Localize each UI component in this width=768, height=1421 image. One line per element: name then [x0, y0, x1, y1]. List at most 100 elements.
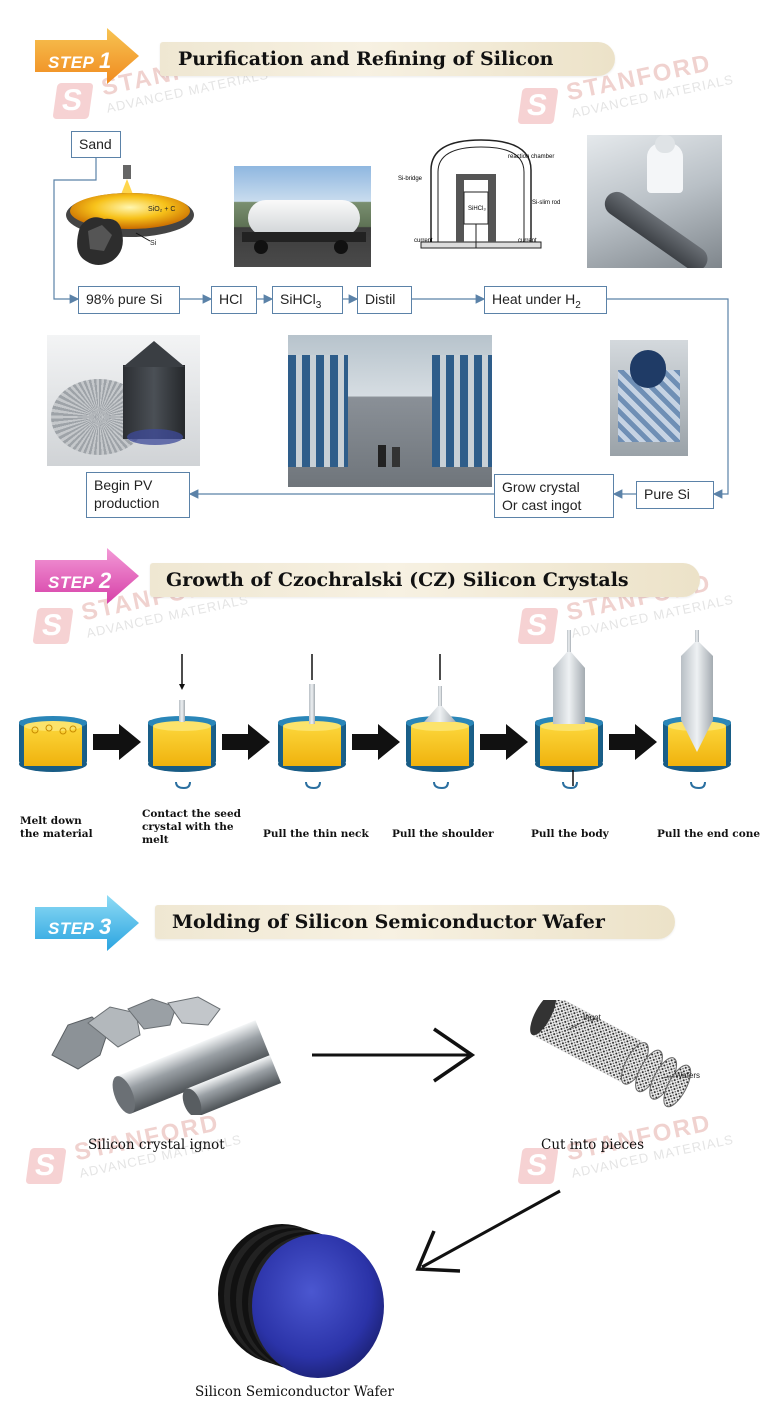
ingot-cut-illustration: Ingot Wafers	[530, 1000, 700, 1108]
wafer-caption: Silicon Semiconductor Wafer	[195, 1384, 394, 1400]
svg-text:Si-bridge: Si-bridge	[398, 176, 423, 182]
stage-caption-3: Pull the thin neck	[263, 828, 369, 840]
wafer-stack-illustration	[218, 1224, 384, 1378]
step2-label: STEP 2	[48, 568, 112, 593]
ingot-saw-photo	[47, 335, 200, 466]
crucible	[663, 720, 731, 764]
crucible-rim	[535, 716, 603, 730]
svg-text:SiHCl₃: SiHCl₃	[468, 206, 486, 212]
rotation-arrow-icon	[305, 781, 321, 790]
crucible-base	[278, 756, 346, 772]
silicon-rod-photo	[587, 135, 722, 268]
crucible-rim	[278, 716, 346, 730]
neck	[438, 686, 442, 708]
svg-text:reaction chamber: reaction chamber	[508, 154, 554, 160]
melt	[153, 726, 211, 766]
step3-title: Molding of Silicon Semiconductor Wafer	[172, 911, 605, 933]
melt-surface	[668, 721, 726, 731]
next-stage-arrow-icon	[352, 724, 400, 760]
rotation-arrow-icon	[562, 781, 578, 790]
step3-label: STEP 3	[48, 914, 112, 939]
svg-text:Ingot: Ingot	[583, 1013, 602, 1022]
flow-box-pure-si: Pure Si	[636, 481, 714, 509]
melt-chunk	[31, 726, 39, 734]
flow-box-heat-under-h2: Heat under H2	[484, 286, 607, 314]
crucible-base	[663, 756, 731, 772]
step1-banner	[160, 42, 615, 76]
shoulder	[553, 652, 585, 668]
down-arrow-head	[179, 684, 185, 690]
flow-box-sihcl3: SiHCl3	[272, 286, 343, 314]
crucible-rim	[19, 716, 87, 730]
ingot-caption: Silicon crystal ignot	[88, 1137, 225, 1153]
crystal-body	[553, 668, 585, 724]
svg-text:current: current	[414, 238, 433, 244]
svg-text:Si: Si	[150, 240, 157, 247]
step1-arrow-icon	[35, 28, 139, 84]
factory-hall-photo	[288, 335, 492, 487]
seed-crystal	[179, 700, 185, 722]
shoulder	[424, 706, 456, 722]
svg-text:Si-slim rod: Si-slim rod	[532, 200, 560, 206]
stage-caption-4: Pull the shoulder	[392, 828, 494, 840]
melt-surface	[24, 721, 82, 731]
watermark: S STANFORD ADVANCED MATERIALS	[517, 569, 735, 660]
crystal-body	[681, 656, 713, 720]
next-stage-arrow-icon	[93, 724, 141, 760]
flow-box-distil: Distil	[357, 286, 412, 314]
svg-text:SiO₂ + C: SiO₂ + C	[148, 206, 175, 213]
thin-neck	[309, 684, 315, 724]
svg-text:Wafers: Wafers	[675, 1071, 700, 1080]
step3-arrow-icon	[35, 895, 139, 951]
crucible-rim	[406, 716, 474, 730]
svg-text:current: current	[518, 238, 537, 244]
next-stage-arrow-icon	[609, 724, 657, 760]
melt-chunk	[45, 724, 53, 732]
tanker-train-photo	[234, 166, 371, 267]
step1-flow-lines	[53, 158, 729, 499]
shoulder	[681, 642, 713, 656]
flow-box-sand: Sand	[71, 131, 121, 158]
end-cone	[681, 720, 713, 752]
crucible	[406, 720, 474, 764]
crucible-base	[406, 756, 474, 772]
crucible	[19, 720, 87, 764]
step1-title: Purification and Refining of Silicon	[178, 48, 554, 70]
rotation-arrow-icon	[690, 781, 706, 790]
stage-caption-6: Pull the end cone	[657, 828, 761, 840]
step3-banner	[155, 905, 675, 939]
stage-caption-5: Pull the body	[531, 828, 609, 840]
step1-label: STEP 1	[48, 48, 112, 73]
melt	[24, 726, 82, 766]
melt	[668, 726, 726, 766]
diagonal-arrow-icon	[415, 1189, 561, 1273]
crucible-base	[148, 756, 216, 772]
next-stage-arrow-icon	[480, 724, 528, 760]
right-arrow-icon	[312, 1027, 476, 1083]
next-stage-arrow-icon	[222, 724, 270, 760]
crucible-base	[19, 756, 87, 772]
flow-box-98-pure-si: 98% pure Si	[78, 286, 180, 314]
melt	[540, 726, 598, 766]
neck	[567, 630, 571, 654]
reactor-schematic: SiHCl₃ reaction chamber Si-bridge Si-sli…	[398, 139, 560, 249]
flow-box-hcl: HCl	[211, 286, 257, 314]
step2-banner	[150, 563, 700, 597]
melt-surface	[283, 721, 341, 731]
crucible-base	[535, 756, 603, 772]
melt-surface	[411, 721, 469, 731]
crucible	[148, 720, 216, 764]
melt-surface	[153, 721, 211, 731]
step2-arrow-icon	[35, 548, 139, 604]
watermark: S STANFORD ADVANCED MATERIALS	[32, 569, 250, 660]
step2-title: Growth of Czochralski (CZ) Silicon Cryst…	[166, 569, 629, 591]
melt-chunk	[69, 725, 77, 733]
pure-si-photo	[610, 340, 688, 456]
neck	[695, 630, 699, 644]
rotation-arrow-icon	[175, 781, 191, 790]
furnace-illustration: SiO₂ + C Si	[66, 165, 194, 265]
